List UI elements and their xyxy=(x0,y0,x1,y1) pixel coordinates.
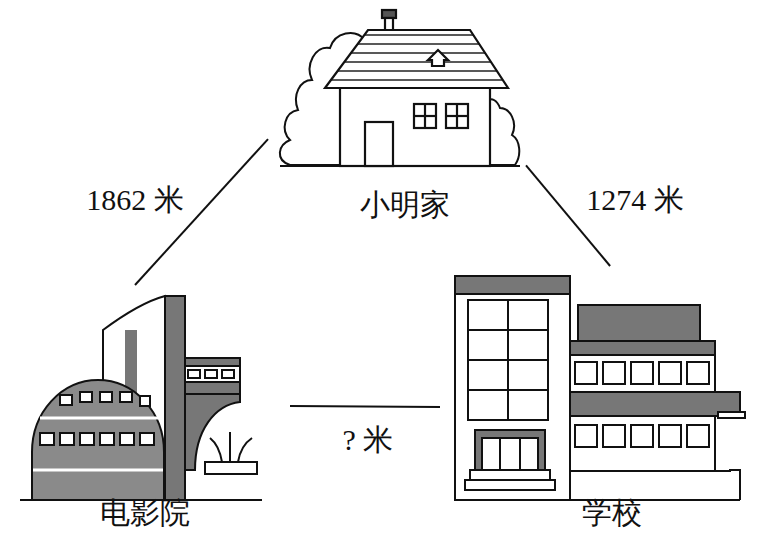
cinema xyxy=(20,296,262,500)
place-label: 电影院 xyxy=(100,496,190,530)
school-node: 学校 xyxy=(440,266,755,532)
cinema-node: 电影院 xyxy=(20,285,290,532)
distance-label: ? 米 xyxy=(340,423,397,457)
distance-label: 1862 米 xyxy=(83,183,187,217)
place-label: 小明家 xyxy=(360,188,450,222)
school xyxy=(455,276,745,500)
distance-label: 1274 米 xyxy=(583,183,687,217)
house-node: 小明家 xyxy=(268,4,526,222)
house xyxy=(280,10,520,166)
distance-line xyxy=(290,405,440,408)
place-label: 学校 xyxy=(582,496,642,530)
